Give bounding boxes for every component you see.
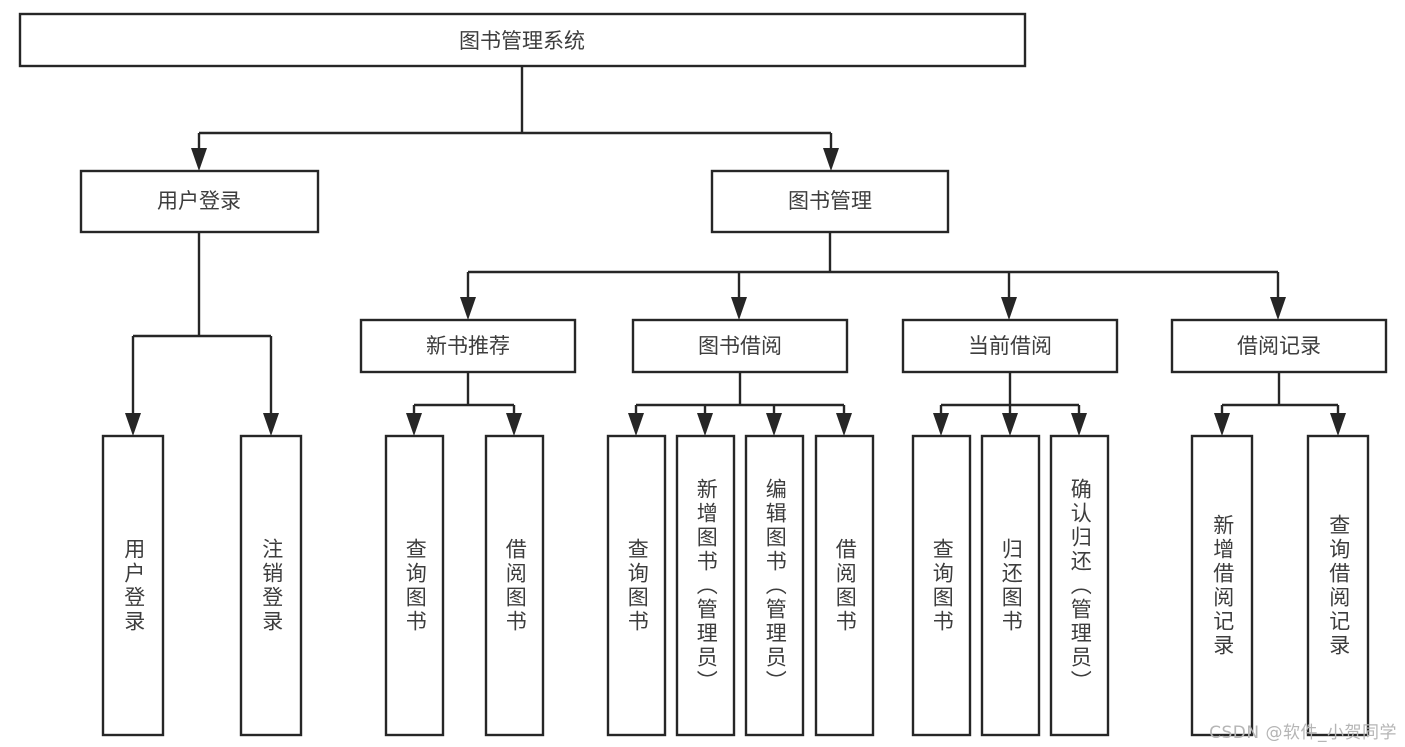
node-user-login-label: 用户登录 [157, 189, 241, 213]
connector-user-login-to-leaves [125, 232, 279, 436]
arrow-head-icon [506, 413, 522, 436]
node-current-borrow-box[interactable] [901, 318, 1119, 374]
node-borrow-record-label: 借阅记录 [1237, 334, 1321, 358]
arrow-head-icon [460, 297, 476, 320]
node-current-borrow-label: 当前借阅 [968, 334, 1052, 358]
connector-book-manage-to-level3 [460, 232, 1286, 320]
arrow-head-icon [697, 413, 713, 436]
node-user-login[interactable]: 用户登录 [79, 169, 320, 234]
node-book-borrow[interactable]: 图书借阅 [631, 318, 849, 374]
arrow-head-icon [823, 148, 839, 171]
node-leaf-query-book-1-box[interactable] [384, 434, 445, 737]
arrow-head-icon [1214, 413, 1230, 436]
node-book-manage-label: 图书管理 [788, 189, 872, 213]
node-root-box[interactable] [18, 12, 1027, 68]
node-book-borrow-label: 图书借阅 [698, 334, 782, 358]
node-leaf-query-record-box[interactable] [1306, 434, 1370, 737]
arrow-head-icon [1330, 413, 1346, 436]
connector-borrow-record-to-leaves [1214, 372, 1346, 436]
arrow-head-icon [628, 413, 644, 436]
node-leaf-user-login-box[interactable] [101, 434, 165, 737]
node-leaf-user-logout-box[interactable] [239, 434, 303, 737]
node-new-book-rec[interactable]: 新书推荐 [359, 318, 577, 374]
arrow-head-icon [933, 413, 949, 436]
node-new-book-rec-label: 新书推荐 [426, 334, 510, 358]
node-user-login-box[interactable] [79, 169, 320, 234]
arrow-head-icon [1002, 413, 1018, 436]
arrow-head-icon [263, 413, 279, 436]
node-leaf-borrow-book-2-box[interactable] [814, 434, 875, 737]
node-leaf-query-book-3-box[interactable] [911, 434, 972, 737]
arrow-head-icon [1270, 297, 1286, 320]
arrow-head-icon [1001, 297, 1017, 320]
arrow-head-icon [731, 297, 747, 320]
node-leaf-confirm-return-box[interactable] [1049, 434, 1110, 737]
node-leaf-add-book-box[interactable] [675, 434, 736, 737]
watermark-text: CSDN @软件_小贺同学 [1209, 723, 1397, 743]
arrow-head-icon [191, 148, 207, 171]
arrow-head-icon [836, 413, 852, 436]
connector-root-to-level2 [191, 66, 839, 171]
connector-new-book-rec-to-leaves [406, 372, 522, 436]
node-borrow-record[interactable]: 借阅记录 [1170, 318, 1388, 374]
node-new-book-rec-box[interactable] [359, 318, 577, 374]
connector-current-borrow-to-leaves [933, 372, 1087, 436]
node-leaf-query-book-2-box[interactable] [606, 434, 667, 737]
node-leaf-edit-book-box[interactable] [744, 434, 805, 737]
node-current-borrow[interactable]: 当前借阅 [901, 318, 1119, 374]
node-leaf-add-record-box[interactable] [1190, 434, 1254, 737]
arrow-head-icon [406, 413, 422, 436]
node-leaf-return-book-box[interactable] [980, 434, 1041, 737]
node-root[interactable]: 图书管理系统 [18, 12, 1027, 68]
arrow-head-icon [766, 413, 782, 436]
arrow-head-icon [1071, 413, 1087, 436]
node-root-label: 图书管理系统 [459, 29, 585, 53]
node-book-manage[interactable]: 图书管理 [710, 169, 950, 234]
node-leaf-borrow-book-1-box[interactable] [484, 434, 545, 737]
arrow-head-icon [125, 413, 141, 436]
connector-book-borrow-to-leaves [628, 372, 852, 436]
